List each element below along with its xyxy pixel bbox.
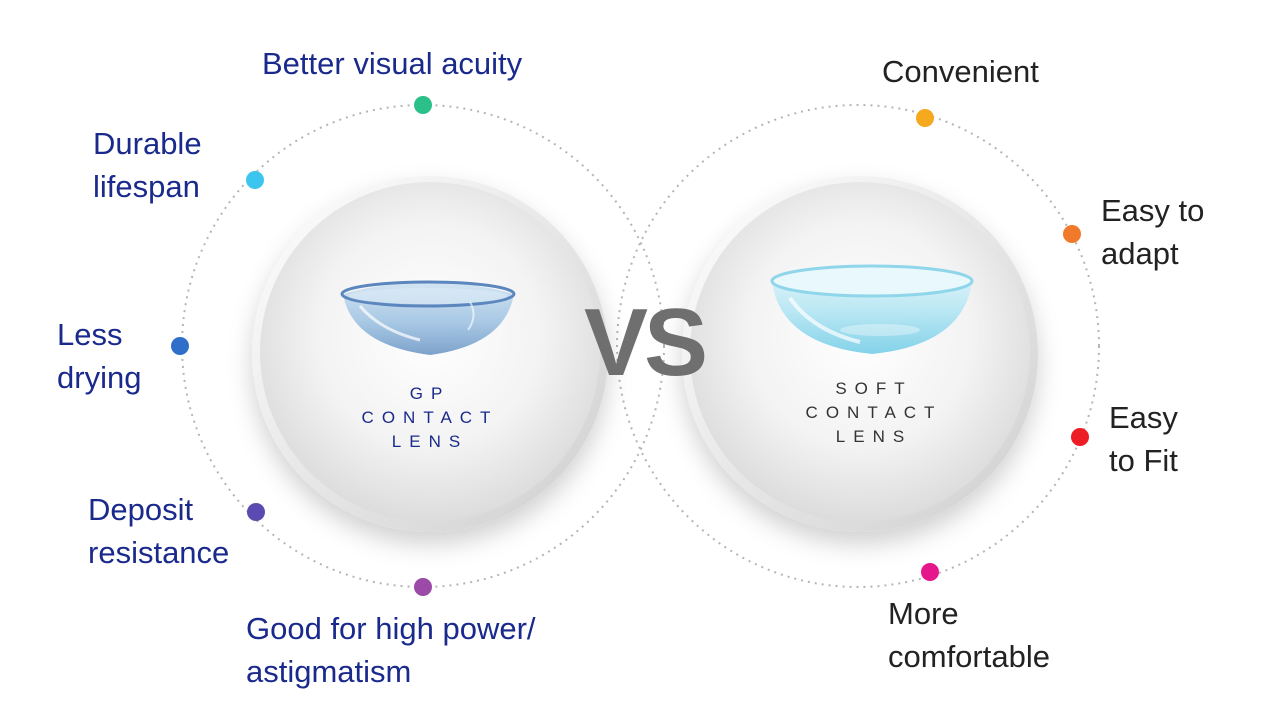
gp-benefit-deposit-resistance: Deposit resistance [88,492,230,570]
soft-lens-illustration [770,264,974,354]
soft-lens-title: SOFT CONTACT LENS [774,377,974,449]
soft-lens-disc [682,176,1038,532]
soft-title-line-1: SOFT [835,379,913,398]
gp-dot-4 [247,503,265,521]
gp-dot-5 [414,578,432,596]
gp-benefit-less-drying: Less drying [57,317,142,395]
gp-title-line-2: CONTACT [361,408,499,427]
soft-dot-4 [921,563,939,581]
gp-lens-illustration [340,280,516,355]
soft-benefit-more-comfortable: More comfortable [888,596,1050,674]
gp-benefit-dots [171,96,432,596]
soft-benefit-easy-to-adapt: Easy to adapt [1101,193,1205,271]
gp-lens-title: GP CONTACT LENS [330,382,530,454]
soft-benefit-easy-to-fit: Easy to Fit [1109,400,1178,478]
soft-title-line-2: CONTACT [805,403,943,422]
gp-benefit-high-power-astigmatism: Good for high power/ astigmatism [246,611,536,689]
gp-dot-3 [171,337,189,355]
gp-benefit-better-visual-acuity: Better visual acuity [262,46,523,81]
soft-dot-3 [1071,428,1089,446]
soft-dot-1 [916,109,934,127]
vs-label: VS [583,289,708,396]
gp-benefit-durable-lifespan: Durable lifespan [93,126,202,204]
gp-title-line-1: GP [409,384,451,403]
soft-orbit-circle [616,104,1100,588]
gp-dot-2 [246,171,264,189]
soft-benefit-convenient: Convenient [882,54,1039,89]
soft-dot-2 [1063,225,1081,243]
gp-title-line-3: LENS [391,432,469,451]
soft-title-line-3: LENS [835,427,913,446]
gp-dot-1 [414,96,432,114]
soft-benefit-dots [916,109,1089,581]
